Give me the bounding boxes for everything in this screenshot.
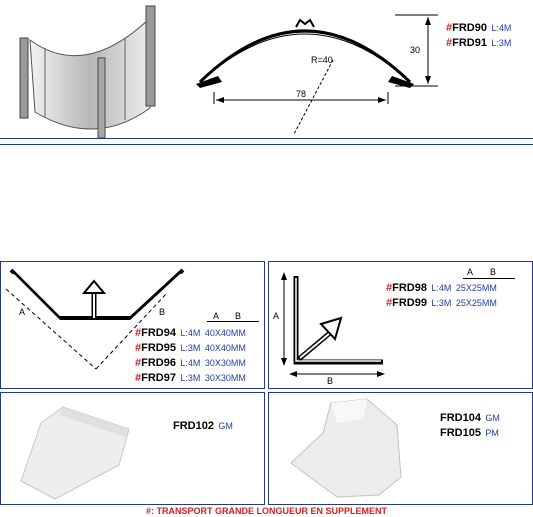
product-line: #FRD96 L:4M 30X30MM bbox=[135, 354, 246, 371]
footer-note: #: TRANSPORT GRANDE LONGUEUR EN SUPPLEME… bbox=[145, 506, 387, 516]
header-underline bbox=[207, 321, 259, 322]
product-code: FRD105 bbox=[440, 427, 481, 439]
size-header-b: B bbox=[490, 267, 497, 277]
product-line: #FRD97 L:3M 30X30MM bbox=[135, 369, 246, 386]
panel-frd102: FRD102 GM bbox=[0, 392, 265, 505]
product-size: 30X30MM bbox=[204, 373, 246, 383]
radius-label: R=40 bbox=[311, 55, 333, 65]
product-line: FRD104 GM bbox=[440, 409, 500, 426]
product-size: 30X30MM bbox=[204, 358, 246, 368]
product-line: #FRD90 L:4M bbox=[446, 19, 511, 36]
panel-frd104: FRD104 GM FRD105 PM bbox=[268, 392, 533, 505]
divider bbox=[0, 138, 533, 139]
size-header-b: B bbox=[235, 311, 242, 321]
dim-a-label: A bbox=[19, 307, 26, 317]
product-size: 25X25MM bbox=[455, 283, 497, 293]
product-size: 40X40MM bbox=[204, 343, 246, 353]
product-code: FRD90 bbox=[452, 22, 487, 34]
product-line: #FRD94 L:4M 40X40MM bbox=[135, 324, 246, 341]
product-line: #FRD98 L:4M 25X25MM bbox=[386, 279, 497, 296]
dim-b-label: B bbox=[327, 376, 334, 386]
product-code: FRD104 bbox=[440, 412, 481, 424]
hash-mark: # bbox=[135, 342, 142, 354]
angle-profile-drawing bbox=[281, 272, 385, 377]
product-length: L:4M bbox=[180, 358, 201, 368]
width-label: 78 bbox=[296, 89, 307, 99]
hash-mark: # bbox=[386, 297, 393, 309]
size-header-a: A bbox=[213, 311, 220, 321]
end-cap-illustration bbox=[290, 398, 402, 498]
product-code: FRD99 bbox=[392, 297, 427, 309]
hash-mark: # bbox=[135, 372, 142, 384]
product-code: FRD96 bbox=[141, 357, 176, 369]
product-line: #FRD95 L:3M 40X40MM bbox=[135, 339, 246, 356]
header-underline bbox=[463, 278, 515, 279]
panel-corner-profiles: A B A B #FRD94 L:4M 40X40MM #FRD95 L:3M … bbox=[0, 261, 265, 389]
product-spec: PM bbox=[485, 428, 499, 438]
size-header-a: A bbox=[467, 267, 474, 277]
product-code: FRD94 bbox=[141, 327, 176, 339]
panel-angle-profiles: A B A B #FRD98 L:4M 25X25MM #FRD99 L:3M … bbox=[268, 261, 533, 389]
product-code: FRD91 bbox=[452, 37, 487, 49]
product-length: L:4M bbox=[431, 283, 452, 293]
product-length: L:3M bbox=[180, 373, 201, 383]
hash-mark: # bbox=[135, 327, 142, 339]
product-spec: GM bbox=[218, 421, 233, 431]
product-length: L:3M bbox=[180, 343, 201, 353]
arch-profile-drawing bbox=[196, 14, 438, 135]
sealing-strip-illustration bbox=[20, 406, 130, 500]
hash-mark: # bbox=[446, 37, 453, 49]
product-length: L:4M bbox=[180, 328, 201, 338]
product-length: L:3M bbox=[431, 298, 452, 308]
product-line: #FRD99 L:3M 25X25MM bbox=[386, 294, 497, 311]
hash-mark: # bbox=[446, 22, 453, 34]
product-code: FRD98 bbox=[392, 282, 427, 294]
height-label: 30 bbox=[410, 45, 421, 55]
curved-panel-illustration bbox=[19, 5, 156, 139]
divider bbox=[0, 144, 533, 145]
product-code: FRD95 bbox=[141, 342, 176, 354]
product-line: #FRD91 L:3M bbox=[446, 34, 511, 51]
product-size: 25X25MM bbox=[455, 298, 497, 308]
dim-b-label: B bbox=[159, 307, 166, 317]
product-size: 40X40MM bbox=[204, 328, 246, 338]
product-code: FRD97 bbox=[141, 372, 176, 384]
product-line: FRD105 PM bbox=[440, 424, 499, 441]
product-length: L:4M bbox=[491, 23, 512, 33]
top-illustrations bbox=[19, 5, 438, 139]
product-code: FRD102 bbox=[173, 420, 214, 432]
product-spec: GM bbox=[485, 413, 500, 423]
hash-mark: # bbox=[135, 357, 142, 369]
product-line: FRD102 GM bbox=[173, 417, 233, 434]
corner-profile-drawing bbox=[5, 268, 185, 370]
product-length: L:3M bbox=[491, 38, 512, 48]
dim-a-label: A bbox=[273, 311, 280, 321]
hash-mark: # bbox=[386, 282, 393, 294]
